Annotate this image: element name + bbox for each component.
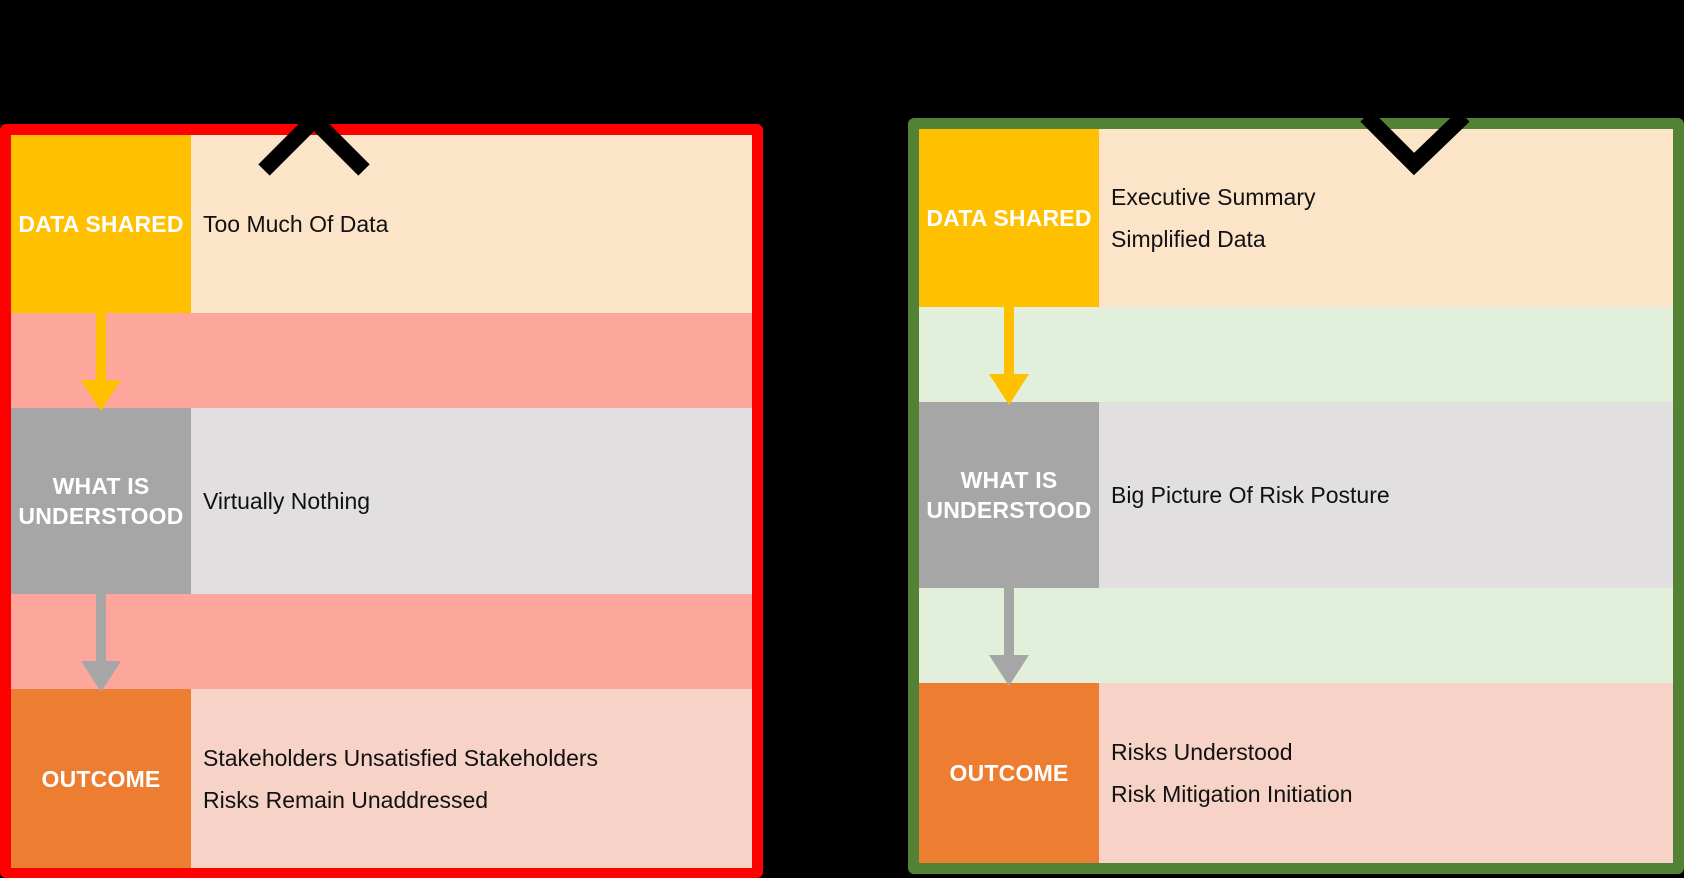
outcome-label-text: OUTCOME bbox=[41, 765, 161, 792]
data-shared-item: Simplified Data bbox=[1111, 226, 1266, 252]
check-icon bbox=[1360, 110, 1470, 176]
data-shared-item: Too Much Of Data bbox=[203, 211, 389, 237]
understood-row: WHAT IS UNDERSTOOD Big Picture Of Risk P… bbox=[919, 402, 1673, 588]
left-comparison-panel: DATA SHARED Too Much Of Data WHAT IS UND… bbox=[0, 124, 763, 878]
data-shared-label-text: DATA SHARED bbox=[926, 205, 1092, 231]
outcome-content: Stakeholders Unsatisfied Stakeholders Ri… bbox=[191, 689, 752, 868]
down-arrow-icon bbox=[989, 588, 1029, 686]
understood-item: Virtually Nothing bbox=[203, 488, 371, 514]
understood-label-line2: UNDERSTOOD bbox=[18, 503, 184, 529]
understood-content: Virtually Nothing bbox=[191, 408, 752, 594]
outcome-label-text: OUTCOME bbox=[949, 760, 1069, 786]
understood-label: WHAT IS UNDERSTOOD bbox=[11, 408, 191, 594]
understood-item: Big Picture Of Risk Posture bbox=[1111, 482, 1390, 508]
right-comparison-panel: DATA SHARED Executive Summary Simplified… bbox=[908, 118, 1684, 874]
data-shared-label-text: DATA SHARED bbox=[18, 211, 184, 237]
outcome-label: OUTCOME bbox=[11, 689, 191, 868]
data-shared-item: Executive Summary bbox=[1111, 184, 1316, 210]
data-shared-row: DATA SHARED Too Much Of Data bbox=[11, 135, 752, 313]
understood-content: Big Picture Of Risk Posture bbox=[1099, 402, 1673, 588]
data-shared-label: DATA SHARED bbox=[11, 135, 191, 313]
outcome-item: Risk Mitigation Initiation bbox=[1111, 781, 1353, 807]
connector-band bbox=[919, 307, 1673, 402]
outcome-item: Risks Remain Unaddressed bbox=[203, 786, 489, 813]
outcome-label: OUTCOME bbox=[919, 683, 1099, 863]
down-arrow-icon bbox=[81, 313, 121, 411]
understood-label-line2: UNDERSTOOD bbox=[926, 497, 1092, 523]
data-shared-label: DATA SHARED bbox=[919, 129, 1099, 307]
understood-label-line1: WHAT IS bbox=[52, 473, 150, 499]
data-shared-content: Executive Summary Simplified Data bbox=[1099, 129, 1673, 307]
outcome-row: OUTCOME Risks Understood Risk Mitigation… bbox=[919, 683, 1673, 863]
connector-band bbox=[11, 594, 752, 689]
understood-row: WHAT IS UNDERSTOOD Virtually Nothing bbox=[11, 408, 752, 594]
data-shared-row: DATA SHARED Executive Summary Simplified… bbox=[919, 129, 1673, 307]
down-arrow-icon bbox=[989, 307, 1029, 405]
outcome-item: Stakeholders Unsatisfied Stakeholders bbox=[203, 744, 599, 771]
understood-label-line1: WHAT IS bbox=[960, 467, 1058, 493]
data-shared-content: Too Much Of Data bbox=[191, 135, 752, 313]
outcome-content: Risks Understood Risk Mitigation Initiat… bbox=[1099, 683, 1673, 863]
connector-band bbox=[11, 313, 752, 408]
caret-up-icon bbox=[258, 110, 370, 176]
outcome-item: Risks Understood bbox=[1111, 739, 1293, 765]
down-arrow-icon bbox=[81, 594, 121, 692]
outcome-row: OUTCOME Stakeholders Unsatisfied Stakeho… bbox=[11, 689, 752, 868]
connector-band bbox=[919, 588, 1673, 683]
understood-label: WHAT IS UNDERSTOOD bbox=[919, 402, 1099, 588]
